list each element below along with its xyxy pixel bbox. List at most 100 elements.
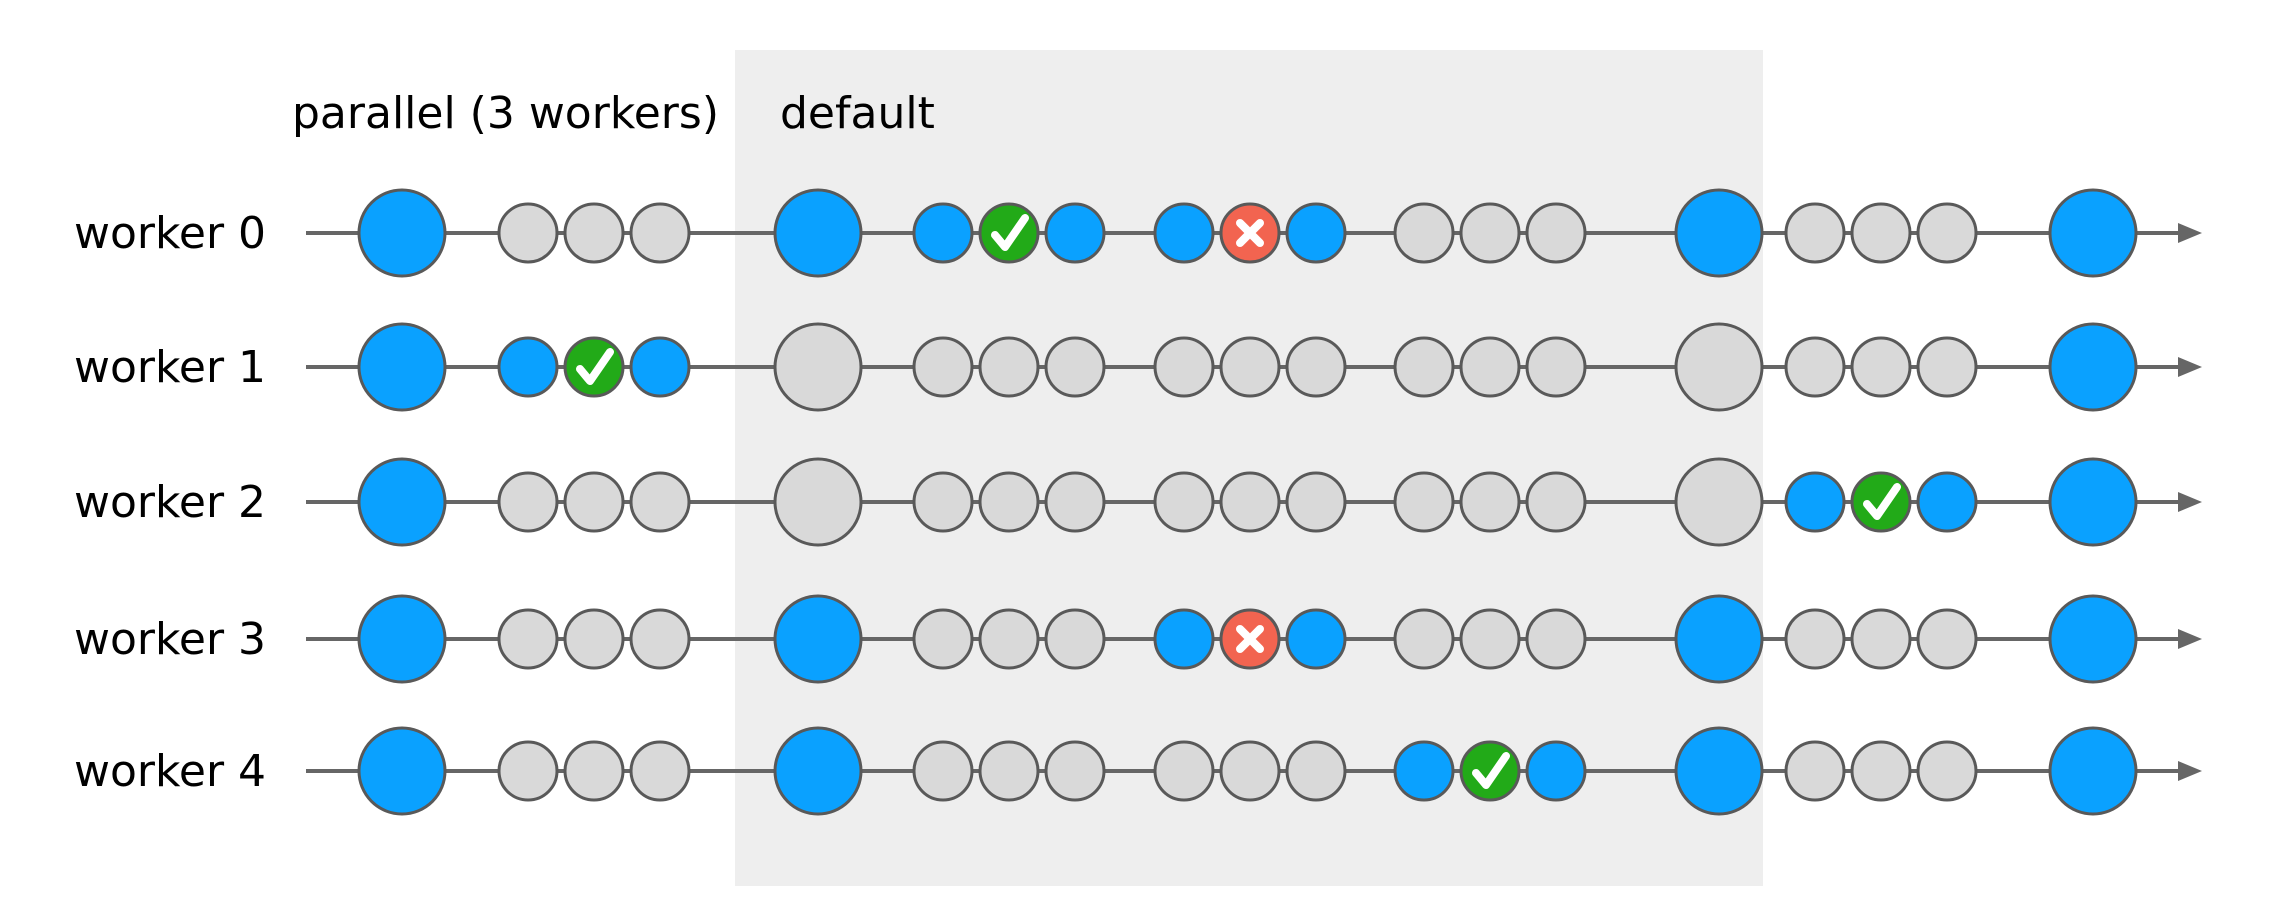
pending-node	[1285, 740, 1347, 802]
pending-checkpoint-node	[773, 322, 863, 412]
active-node	[1153, 608, 1215, 670]
timeline-arrow-head	[2178, 223, 2202, 243]
worker-label: worker 3	[74, 614, 266, 665]
success-node	[1459, 740, 1521, 802]
active-node	[1784, 471, 1846, 533]
pending-node	[1850, 608, 1912, 670]
checkmark-icon	[1863, 483, 1901, 520]
pending-checkpoint-node	[1674, 457, 1764, 547]
pending-node	[1219, 336, 1281, 398]
active-checkpoint-node	[2048, 726, 2138, 816]
pending-node	[497, 608, 559, 670]
pending-node	[1044, 336, 1106, 398]
pending-node	[1393, 336, 1455, 398]
checkmark-icon	[1472, 752, 1510, 789]
pending-node	[497, 202, 559, 264]
pending-node	[1044, 740, 1106, 802]
timeline-arrow-head	[2178, 357, 2202, 377]
pending-node	[563, 740, 625, 802]
success-node	[563, 336, 625, 398]
pending-node	[629, 608, 691, 670]
checkmark-icon	[991, 214, 1029, 251]
pending-node	[1459, 608, 1521, 670]
pending-node	[1153, 740, 1215, 802]
pending-node	[1916, 740, 1978, 802]
active-checkpoint-node	[2048, 594, 2138, 684]
active-checkpoint-node	[773, 594, 863, 684]
worker-row: worker 2	[74, 457, 2202, 547]
pending-node	[1219, 740, 1281, 802]
active-checkpoint-node	[357, 322, 447, 412]
pending-node	[1525, 202, 1587, 264]
timeline-arrow-head	[2178, 629, 2202, 649]
active-node	[1393, 740, 1455, 802]
pending-node	[497, 471, 559, 533]
pending-node	[629, 202, 691, 264]
pending-node	[912, 740, 974, 802]
pending-node	[1459, 471, 1521, 533]
active-checkpoint-node	[773, 188, 863, 278]
pending-node	[1916, 336, 1978, 398]
pending-node	[1525, 471, 1587, 533]
worker-row: worker 3	[74, 594, 2202, 684]
pending-node	[1784, 740, 1846, 802]
pending-node	[1393, 608, 1455, 670]
pending-node	[1850, 336, 1912, 398]
active-node	[1153, 202, 1215, 264]
pending-node	[563, 471, 625, 533]
active-checkpoint-node	[2048, 457, 2138, 547]
parallel-group-label: parallel (3 workers)	[292, 88, 719, 139]
pending-node	[1784, 608, 1846, 670]
active-checkpoint-node	[357, 457, 447, 547]
pending-node	[563, 608, 625, 670]
worker-row: worker 0	[74, 188, 2202, 278]
pending-node	[1285, 471, 1347, 533]
worker-rows: worker 0 worker 1 worker 2 worker 3 worker 4	[74, 188, 2202, 816]
active-checkpoint-node	[1674, 188, 1764, 278]
pending-node	[1459, 336, 1521, 398]
pending-node	[629, 471, 691, 533]
active-checkpoint-node	[357, 188, 447, 278]
pending-node	[912, 608, 974, 670]
pending-node	[1153, 471, 1215, 533]
timeline-arrow-head	[2178, 492, 2202, 512]
pending-node	[1153, 336, 1215, 398]
success-node	[978, 202, 1040, 264]
pending-node	[978, 608, 1040, 670]
active-node	[629, 336, 691, 398]
timeline-arrow-head	[2178, 761, 2202, 781]
active-checkpoint-node	[2048, 188, 2138, 278]
active-node	[497, 336, 559, 398]
pending-node	[1044, 471, 1106, 533]
checkmark-icon	[576, 348, 614, 385]
pending-node	[1784, 202, 1846, 264]
pending-node	[912, 471, 974, 533]
pending-node	[1285, 336, 1347, 398]
pending-node	[1525, 336, 1587, 398]
pending-node	[1525, 608, 1587, 670]
pending-node	[1219, 471, 1281, 533]
pending-node	[1044, 608, 1106, 670]
pending-node	[912, 336, 974, 398]
pending-checkpoint-node	[1674, 322, 1764, 412]
pending-checkpoint-node	[773, 457, 863, 547]
cross-icon	[1236, 625, 1264, 653]
active-checkpoint-node	[357, 726, 447, 816]
active-checkpoint-node	[1674, 726, 1764, 816]
pending-node	[563, 202, 625, 264]
pending-node	[978, 336, 1040, 398]
worker-row: worker 4	[74, 726, 2202, 816]
active-node	[1285, 202, 1347, 264]
default-group-label: default	[780, 88, 935, 139]
worker-label: worker 2	[74, 477, 266, 528]
pending-node	[1459, 202, 1521, 264]
pending-node	[629, 740, 691, 802]
pending-node	[1850, 202, 1912, 264]
pending-node	[1393, 202, 1455, 264]
active-node	[1044, 202, 1106, 264]
pending-node	[978, 471, 1040, 533]
active-node	[912, 202, 974, 264]
active-checkpoint-node	[2048, 322, 2138, 412]
worker-label: worker 1	[74, 342, 266, 393]
